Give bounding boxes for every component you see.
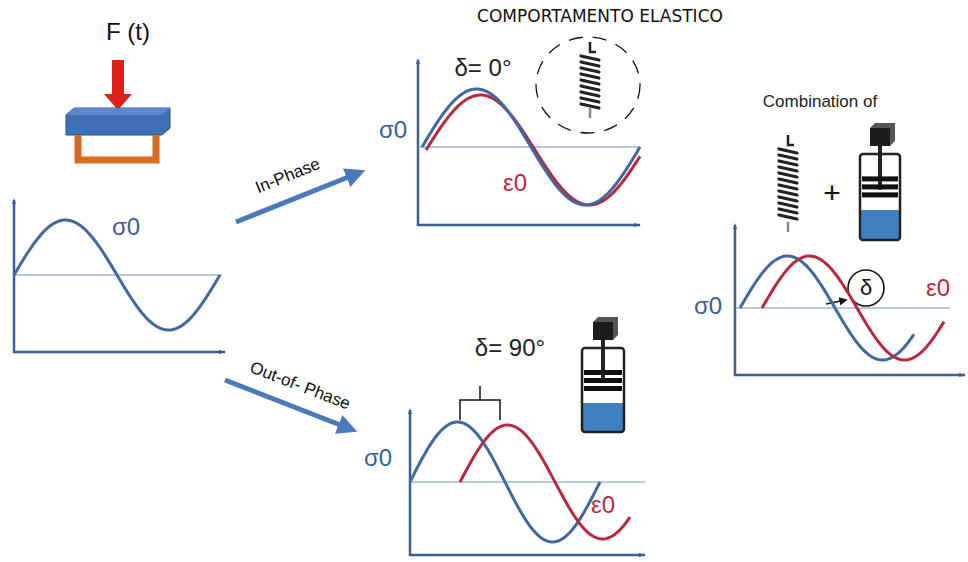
spring-coil xyxy=(779,161,797,165)
baseline xyxy=(410,481,645,482)
stress-label: σ0 xyxy=(112,214,140,240)
spring-coil xyxy=(779,167,797,171)
stress-curve xyxy=(740,256,914,360)
stress-label: σ0 xyxy=(364,445,392,471)
strain-label: ε0 xyxy=(591,492,615,518)
spring-symbol xyxy=(581,42,599,118)
fluid xyxy=(582,403,624,432)
strain-label: ε0 xyxy=(503,170,527,196)
axis-heads xyxy=(12,198,226,354)
cylinder xyxy=(582,348,624,432)
spring-coil xyxy=(581,56,599,60)
spring-hook xyxy=(590,42,596,52)
piston-plate xyxy=(862,176,898,181)
stress-curve xyxy=(422,89,640,205)
spring-coil xyxy=(779,149,797,153)
spring-coil xyxy=(581,68,599,72)
plus-sign: + xyxy=(823,176,841,209)
baseline xyxy=(735,307,950,308)
support-bracket xyxy=(78,135,156,160)
mass-block xyxy=(593,322,613,340)
spring-coil xyxy=(581,80,599,84)
spring-hook xyxy=(788,135,794,145)
piston-rod xyxy=(878,146,882,190)
strain-curve xyxy=(460,425,630,539)
piston-plate xyxy=(584,386,622,391)
stress-label: σ0 xyxy=(379,117,407,143)
dashed-circle xyxy=(536,37,640,133)
strain-label: ε0 xyxy=(926,275,950,301)
dashpot-symbol xyxy=(860,123,900,240)
strain-curve xyxy=(762,256,944,360)
chart-axes xyxy=(735,225,965,375)
mass-block xyxy=(870,128,890,146)
spring-coil xyxy=(779,185,797,189)
dashpot-symbol xyxy=(582,317,624,432)
icons xyxy=(581,42,900,432)
heading: Combination of xyxy=(763,93,877,112)
spring-coil xyxy=(581,62,599,66)
axis-heads xyxy=(416,58,641,227)
phase-angle: δ xyxy=(860,276,872,300)
phase-bracket xyxy=(460,386,500,420)
cylinder xyxy=(860,154,900,240)
plate-top xyxy=(66,108,170,115)
phase-angle: δ= 0° xyxy=(455,55,512,81)
spring-coil xyxy=(779,155,797,159)
spring-symbol xyxy=(779,135,797,232)
piston-plate xyxy=(862,184,898,189)
baseline xyxy=(418,146,640,147)
spring-coil xyxy=(581,86,599,90)
spring-coil xyxy=(779,173,797,177)
spring-end xyxy=(589,108,592,118)
handwritten-note: COMPORTAMENTO ELASTICO xyxy=(477,7,723,26)
spring-coil xyxy=(779,215,797,219)
spring-coil xyxy=(581,98,599,102)
chart-axes xyxy=(418,60,640,225)
phase-angle: δ= 90° xyxy=(475,335,545,361)
mass-block-side xyxy=(870,123,895,146)
force-label: F (t) xyxy=(106,19,150,45)
piston-plate xyxy=(584,378,622,383)
stress-label: σ0 xyxy=(694,293,722,319)
curves xyxy=(14,89,944,542)
arrow-label: Out-of- Phase xyxy=(247,358,352,413)
piston-plate xyxy=(584,370,622,375)
chart-axes xyxy=(14,200,225,352)
spring-end xyxy=(787,222,790,232)
spring-coil xyxy=(581,104,599,108)
spring-coil xyxy=(779,209,797,213)
piston-rod xyxy=(601,340,605,383)
axis-heads xyxy=(733,223,966,377)
spring-coil xyxy=(779,191,797,195)
piston-plate xyxy=(862,192,898,197)
stress-curve xyxy=(410,422,600,542)
spring-coil xyxy=(581,74,599,78)
force-arrow-shaft xyxy=(112,60,124,96)
spring-coil xyxy=(779,203,797,207)
spring-coil xyxy=(581,92,599,96)
spring-coil xyxy=(779,197,797,201)
fluid xyxy=(860,210,900,240)
mass-block-side xyxy=(593,317,618,340)
sample-plate xyxy=(66,108,170,135)
spring-coil xyxy=(779,179,797,183)
